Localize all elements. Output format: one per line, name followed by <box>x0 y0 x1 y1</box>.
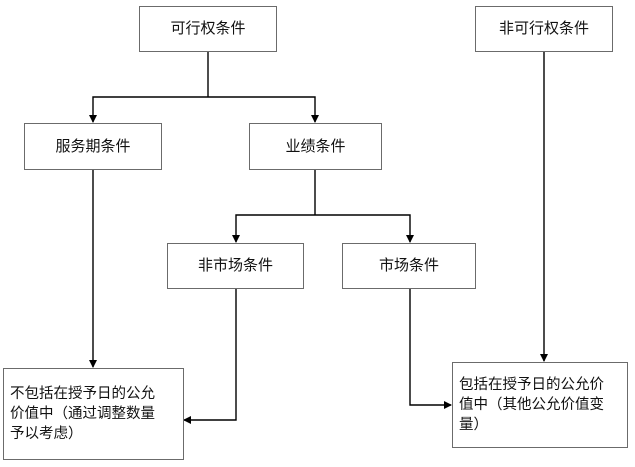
node-excluded-from-fair-value-label: 不包括在授予日的公允 价值中（通过调整数量 予以考虑） <box>10 385 155 443</box>
node-non-market-conditions: 非市场条件 <box>167 243 304 289</box>
connector-to-performance <box>208 96 319 123</box>
connector-non-market-to-excluded <box>183 289 237 424</box>
node-exercisable-conditions-label: 可行权条件 <box>170 19 246 38</box>
connector-to-service <box>89 96 208 123</box>
connector-to-market <box>315 214 414 243</box>
connector-market-to-included <box>409 289 452 409</box>
node-market-conditions: 市场条件 <box>342 243 476 289</box>
node-performance-conditions: 业绩条件 <box>249 123 382 170</box>
node-included-in-fair-value: 包括在授予日的公允价 值中（其他公允价值变 量） <box>452 362 628 448</box>
node-service-period-conditions: 服务期条件 <box>24 123 162 170</box>
node-non-exercisable-conditions-label: 非可行权条件 <box>498 19 589 38</box>
node-exercisable-conditions: 可行权条件 <box>139 6 277 52</box>
node-non-market-conditions-label: 非市场条件 <box>197 256 273 275</box>
node-included-in-fair-value-label: 包括在授予日的公允价 值中（其他公允价值变 量） <box>459 376 604 434</box>
node-service-period-conditions-label: 服务期条件 <box>55 136 131 155</box>
node-non-exercisable-conditions: 非可行权条件 <box>475 6 613 52</box>
connector-to-non-market <box>232 214 315 243</box>
node-market-conditions-label: 市场条件 <box>378 256 439 275</box>
node-performance-conditions-label: 业绩条件 <box>285 136 346 155</box>
node-excluded-from-fair-value: 不包括在授予日的公允 价值中（通过调整数量 予以考虑） <box>3 368 184 460</box>
